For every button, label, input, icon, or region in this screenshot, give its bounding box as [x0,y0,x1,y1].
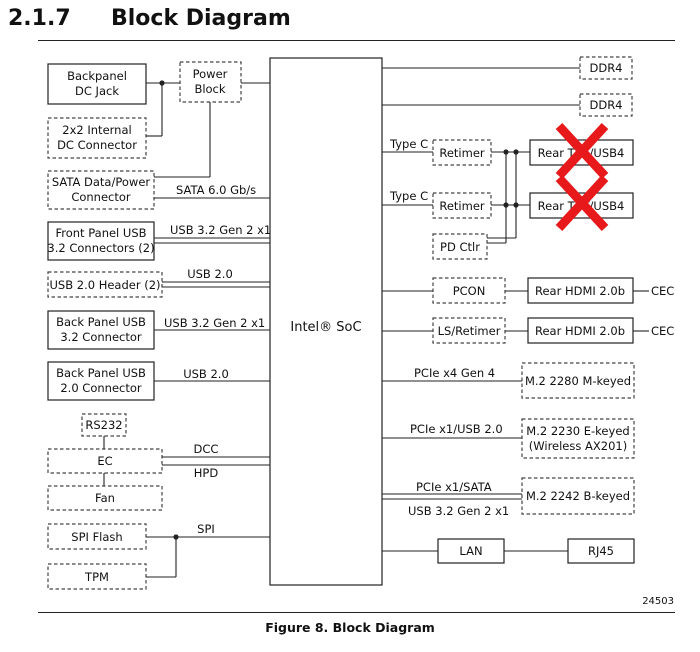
back-usb32-link-label: USB 3.2 Gen 2 x1 [164,316,265,330]
hpd-label: HPD [194,466,219,480]
ddr4-box-1 [579,56,633,80]
pd-ctlr-label: PD Ctlr [440,240,480,254]
tpm-label: TPM [84,570,109,584]
back-panel-usb20-box [47,361,155,401]
back-panel-usb20-line1: Back Panel USB [56,366,146,380]
sata-connector-line1: SATA Data/Power [52,175,151,189]
ddr4-box-2 [579,93,633,117]
internal-dc-line1: 2x2 Internal [62,123,131,137]
internal-dc-line2: DC Connector [57,138,137,152]
tpm-box [47,563,147,590]
rear-hdmi-label-1: Rear HDMI 2.0b [535,284,625,298]
back-panel-usb32-line1: Back Panel USB [56,315,146,329]
pcie-x1-usb-label: PCIe x1/USB 2.0 [410,422,503,436]
dcc-label: DCC [194,442,219,456]
retimer-box-1 [432,139,492,166]
rear-hdmi-box-2 [527,317,634,344]
m2-2230-line2: (Wireless AX201) [529,439,627,453]
sata-link-label: SATA 6.0 Gb/s [176,183,256,197]
retimer-label-1: Retimer [439,146,485,160]
retimer-label-2: Retimer [439,199,485,213]
ddr4-label-2: DDR4 [589,98,622,112]
pcie-x1-sata-label: PCIe x1/SATA [416,480,492,494]
usb20-link-label: USB 2.0 [187,267,233,281]
sata-connector-line2: Connector [71,190,131,204]
strike-mark-1 [555,122,609,180]
internal-dc-connector-box [47,117,147,159]
rear-hdmi-label-2: Rear HDMI 2.0b [535,324,625,338]
bottom-rule [38,612,675,613]
m2-2230-box [521,418,635,459]
rs232-label: RS232 [85,418,122,432]
cec-label-2: CEC [651,324,674,338]
m2-2280-box [521,362,635,399]
backpanel-dc-jack-box [47,63,147,105]
front-panel-usb-line2: 3.2 Connectors (2) [47,241,154,255]
ec-box [47,448,163,474]
rj45-label: RJ45 [588,544,614,558]
junction-dot [513,202,519,208]
spi-label: SPI [197,522,215,536]
usb20-header-label: USB 2.0 Header (2) [49,278,160,292]
usb32-link-label: USB 3.2 Gen 2 x1 [408,504,509,518]
backpanel-dc-jack-line2: DC Jack [75,84,119,98]
rj45-box [567,538,635,564]
front-panel-usb-line1: Front Panel USB [55,226,146,240]
section-title: Block Diagram [111,6,291,31]
m2-2242-label: M.2 2242 B-keyed [526,489,630,503]
back-panel-usb32-line2: 3.2 Connector [60,330,142,344]
spi-flash-box [47,523,147,550]
pcie-x4-label: PCIe x4 Gen 4 [414,366,495,380]
backpanel-dc-jack-line1: Backpanel [67,69,127,83]
fan-box [47,485,163,511]
back-usb20-link-label: USB 2.0 [183,367,229,381]
rs232-box [81,413,127,437]
lan-box [437,538,505,564]
spi-flash-label: SPI Flash [71,530,122,544]
sata-connector-box [47,170,155,210]
front-panel-usb-box [47,221,155,261]
soc-label: Intel® SoC [290,320,361,335]
junction-dot [513,149,519,155]
junction-dot [503,202,509,208]
typec-label-2: Type C [389,189,428,203]
top-rule [38,40,675,41]
rear-hdmi-box-1 [527,277,634,304]
junction-dot [503,149,509,155]
m2-2280-label: M.2 2280 M-keyed [525,374,631,388]
figure-id: 24503 [642,596,674,607]
fan-label: Fan [95,491,115,505]
ec-label: EC [97,454,112,468]
power-block-line1: Power [193,67,228,81]
cec-label-1: CEC [651,284,674,298]
soc-box [269,57,383,586]
power-block-line2: Block [194,82,225,96]
lan-label: LAN [459,544,482,558]
section-number: 2.1.7 [8,6,71,31]
ddr4-label-1: DDR4 [589,61,622,75]
pcon-label: PCON [453,284,486,298]
m2-2242-box [521,477,635,515]
retimer-box-2 [432,192,492,219]
typec-label-1: Type C [389,137,428,151]
figure-caption: Figure 8. Block Diagram [265,620,435,635]
power-block-box [179,61,242,103]
ls-retimer-label: LS/Retimer [438,324,501,338]
junction-dot [159,80,165,86]
back-panel-usb32-box [47,310,155,350]
section-heading: 2.1.7 Block Diagram [8,6,291,31]
back-panel-usb20-line2: 2.0 Connector [60,381,142,395]
usb20-header-box [47,271,163,298]
strike-mark-2 [555,174,609,232]
front-usb-link-label: USB 3.2 Gen 2 x1 [170,223,271,237]
m2-2230-line1: M.2 2230 E-keyed [526,424,629,438]
pd-ctlr-box [432,233,488,260]
junction-dot [173,534,179,540]
